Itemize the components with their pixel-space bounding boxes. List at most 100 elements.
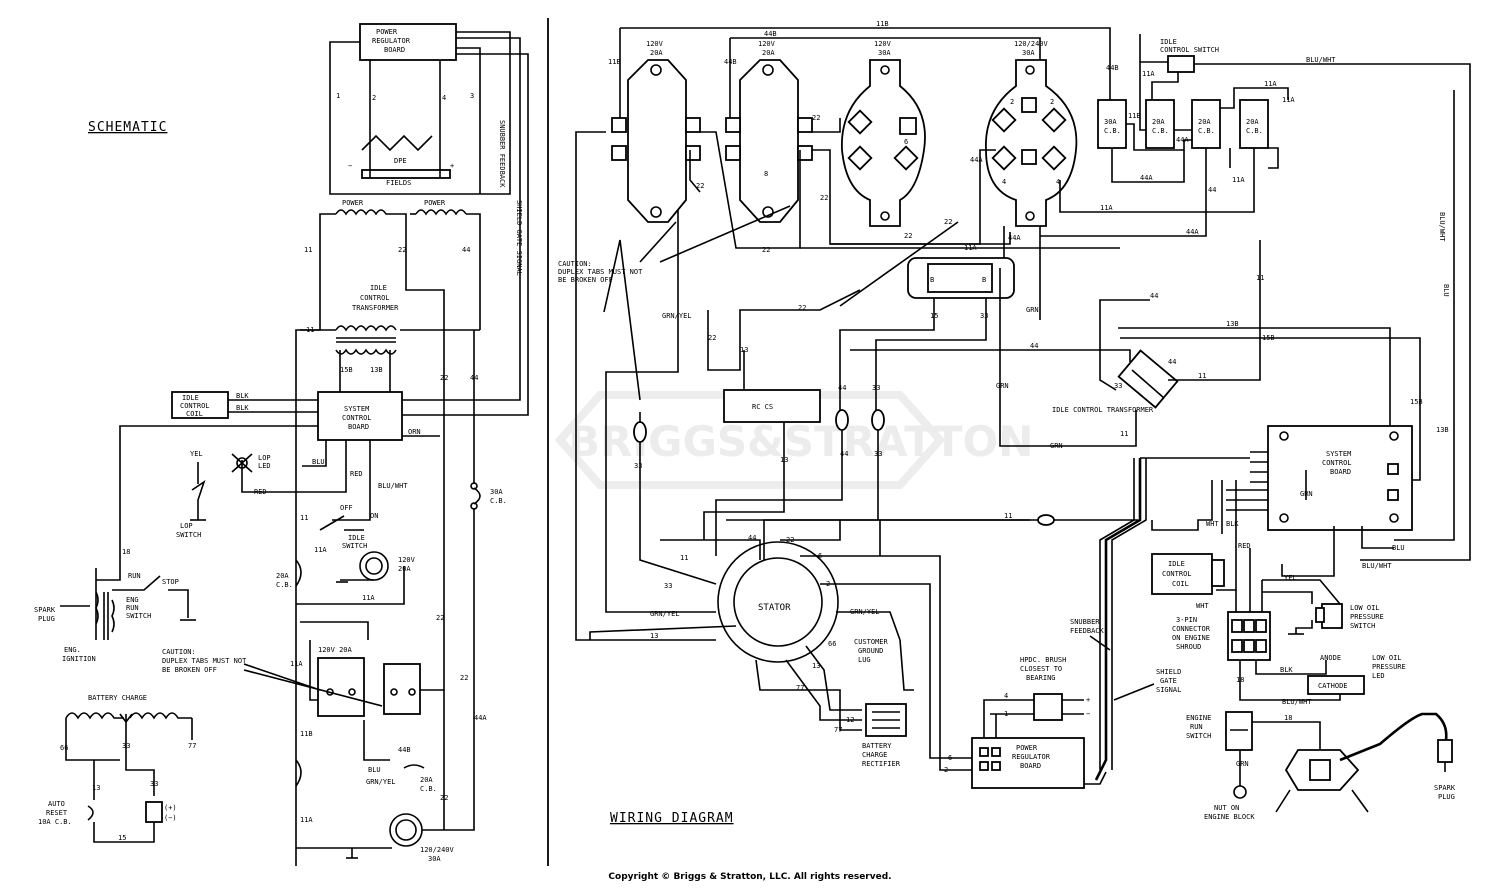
svg-text:NUT ON: NUT ON xyxy=(1214,804,1239,812)
stator: STATOR xyxy=(717,541,839,663)
svg-text:15B: 15B xyxy=(1262,334,1275,342)
svg-text:CONTROL: CONTROL xyxy=(342,414,372,422)
svg-text:RED: RED xyxy=(1238,542,1251,550)
svg-text:120V: 120V xyxy=(758,40,776,48)
svg-text:77: 77 xyxy=(188,742,196,750)
svg-text:44: 44 xyxy=(1030,342,1038,350)
svg-text:3: 3 xyxy=(470,92,474,100)
svg-text:GRN/YEL: GRN/YEL xyxy=(662,312,692,320)
svg-text:CATHODE: CATHODE xyxy=(1318,682,1348,690)
svg-text:COIL: COIL xyxy=(1172,580,1189,588)
svg-text:BEARING: BEARING xyxy=(1026,674,1056,682)
svg-text:REGULATOR: REGULATOR xyxy=(1012,753,1051,761)
svg-text:C.B.: C.B. xyxy=(1198,127,1215,135)
svg-text:SHIELD: SHIELD xyxy=(1156,668,1181,676)
svg-text:GRN: GRN xyxy=(996,382,1009,390)
svg-text:−: − xyxy=(348,162,352,170)
svg-text:11B: 11B xyxy=(300,730,313,738)
shield-gate-label: SHIELD GATE SIGNAL xyxy=(515,200,523,276)
svg-text:ORN: ORN xyxy=(408,428,421,436)
svg-text:11: 11 xyxy=(1004,512,1012,520)
svg-text:11: 11 xyxy=(304,246,312,254)
svg-text:120V 20A: 120V 20A xyxy=(318,646,353,654)
svg-text:44A: 44A xyxy=(474,714,487,722)
low-oil-pressure-switch xyxy=(1315,603,1343,629)
svg-text:BLK: BLK xyxy=(1226,520,1239,528)
svg-text:RC CS: RC CS xyxy=(752,403,773,411)
svg-text:22: 22 xyxy=(440,374,448,382)
svg-text:30A: 30A xyxy=(428,855,441,863)
svg-text:20A: 20A xyxy=(276,572,289,580)
svg-text:10A C.B.: 10A C.B. xyxy=(38,818,72,826)
svg-text:DUPLEX TABS MUST NOT: DUPLEX TABS MUST NOT xyxy=(558,268,643,276)
svg-text:BLU: BLU xyxy=(1442,284,1450,297)
svg-text:(+): (+) xyxy=(164,804,177,812)
svg-text:22: 22 xyxy=(820,194,828,202)
svg-text:11A: 11A xyxy=(290,660,303,668)
svg-text:CONNECTOR: CONNECTOR xyxy=(1172,625,1211,633)
svg-text:22: 22 xyxy=(436,614,444,622)
svg-text:44: 44 xyxy=(462,246,470,254)
svg-text:22: 22 xyxy=(786,536,794,544)
svg-text:BATTERY CHARGE: BATTERY CHARGE xyxy=(88,694,147,702)
svg-text:RUN: RUN xyxy=(128,572,141,580)
svg-text:11A: 11A xyxy=(1142,70,1155,78)
svg-text:RED: RED xyxy=(350,470,363,478)
system-control-board-schematic: SYSTEM CONTROL BOARD xyxy=(317,391,403,441)
svg-text:120/240V: 120/240V xyxy=(1014,40,1049,48)
svg-text:22: 22 xyxy=(812,114,820,122)
svg-text:LED: LED xyxy=(1372,672,1385,680)
svg-text:15B: 15B xyxy=(1410,398,1423,406)
svg-text:ENG: ENG xyxy=(126,596,139,604)
svg-text:33: 33 xyxy=(1114,382,1122,390)
svg-text:11A: 11A xyxy=(1264,80,1277,88)
svg-text:CONTROL: CONTROL xyxy=(180,402,210,410)
svg-text:LOW OIL: LOW OIL xyxy=(1372,654,1402,662)
svg-text:11A: 11A xyxy=(362,594,375,602)
svg-text:11: 11 xyxy=(300,514,308,522)
three-pin-connector xyxy=(1227,611,1271,661)
svg-text:20A: 20A xyxy=(1152,118,1165,126)
svg-text:BLU/WHT: BLU/WHT xyxy=(1438,212,1446,242)
svg-text:CHARGE: CHARGE xyxy=(862,751,887,759)
svg-text:STATOR: STATOR xyxy=(758,603,791,613)
svg-text:C.B.: C.B. xyxy=(1104,127,1121,135)
svg-text:+: + xyxy=(450,162,454,170)
svg-text:77: 77 xyxy=(834,726,842,734)
watermark: BRIGGS&STRATTON xyxy=(554,391,1033,489)
svg-text:11: 11 xyxy=(1256,274,1264,282)
svg-text:6: 6 xyxy=(818,552,822,560)
svg-text:2: 2 xyxy=(826,580,830,588)
svg-text:2: 2 xyxy=(372,94,376,102)
svg-text:BLU/WHT: BLU/WHT xyxy=(1362,562,1392,570)
svg-text:POWER: POWER xyxy=(1016,744,1038,752)
svg-text:11: 11 xyxy=(306,326,314,334)
svg-text:SYSTEM: SYSTEM xyxy=(344,405,369,413)
svg-text:20A: 20A xyxy=(1246,118,1259,126)
svg-text:ON ENGINE: ON ENGINE xyxy=(1172,634,1210,642)
svg-text:22: 22 xyxy=(440,794,448,802)
svg-text:BLU/WHT: BLU/WHT xyxy=(378,482,408,490)
svg-text:44: 44 xyxy=(1208,186,1216,194)
svg-text:DUPLEX TABS MUST NOT: DUPLEX TABS MUST NOT xyxy=(162,657,247,665)
svg-text:RUN: RUN xyxy=(1190,723,1203,731)
svg-text:REGULATOR: REGULATOR xyxy=(372,37,411,45)
wiring-section: WIRING DIAGRAM 11B 44B 11B 44B 44B 120V … xyxy=(558,20,1471,826)
svg-text:30A: 30A xyxy=(878,49,891,57)
svg-text:18: 18 xyxy=(1284,714,1292,722)
svg-text:CONTROL: CONTROL xyxy=(1162,570,1192,578)
svg-text:12: 12 xyxy=(846,716,854,724)
svg-text:11A: 11A xyxy=(1100,204,1113,212)
svg-text:13: 13 xyxy=(780,456,788,464)
svg-text:33: 33 xyxy=(150,780,158,788)
svg-text:C.B.: C.B. xyxy=(276,581,293,589)
svg-text:LOW OIL: LOW OIL xyxy=(1350,604,1380,612)
svg-text:30A: 30A xyxy=(1104,118,1117,126)
svg-text:2: 2 xyxy=(1050,98,1054,106)
svg-text:2: 2 xyxy=(1010,98,1014,106)
svg-text:ENG.: ENG. xyxy=(64,646,81,654)
svg-text:RESET: RESET xyxy=(46,809,68,817)
svg-text:SHROUD: SHROUD xyxy=(1176,643,1201,651)
svg-text:BLU: BLU xyxy=(312,458,325,466)
